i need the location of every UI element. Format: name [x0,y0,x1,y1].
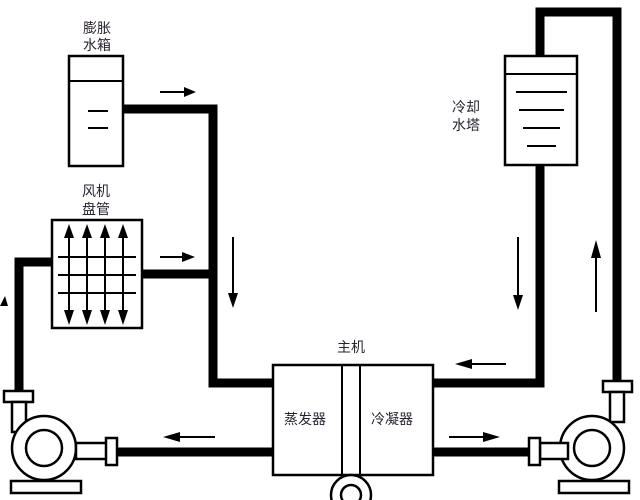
airflow-arrow-down-head [64,310,74,325]
fan-coil-label-2: 盘管 [82,201,110,218]
pipe-tower-to-condenser [432,165,545,388]
airflow-arrow-up-head [64,224,74,238]
pipe-pump-to-tower [535,7,622,382]
pump-right [527,379,634,495]
expansion-tank-label-1: 膨胀 [83,20,111,37]
evaporator-label: 蒸发器 [284,412,326,428]
flow-arrow-right [160,252,195,262]
airflow-arrow-down-head [118,310,128,325]
flow-arrow-down [228,237,238,308]
expansion-tank-label-2: 水箱 [83,38,111,54]
cooling-tower-label-2: 水塔 [452,118,480,134]
flow-arrow-right [160,87,196,97]
flow-arrow-right [449,432,500,442]
cooling-tower-label-1: 冷却 [452,100,480,116]
airflow-arrow-down-head [82,310,92,325]
flow-arrow-left [455,359,506,369]
pipe-pump-to-fancoil [14,257,53,392]
flow-arrow-left [163,432,215,442]
flow-arrow-up [591,240,601,312]
expansion-tank [67,54,125,168]
airflow-arrow-down-head [100,310,110,325]
airflow-arrow-up-head [82,224,92,238]
pipe-tank-to-evaporator [124,104,274,388]
airflow-arrow-up-head [118,224,128,238]
chiller-unit [271,363,435,500]
condenser-label: 冷凝器 [371,412,413,428]
flow-arrow-down [513,237,523,310]
fan-coil-unit [50,218,144,330]
cooling-tower [503,54,579,167]
pump-left [2,389,119,495]
fan-coil-label-1: 风机 [82,184,110,200]
chiller-label: 主机 [337,340,365,356]
airflow-arrow-up-head [100,224,110,238]
flow-arrow-up [0,296,8,306]
